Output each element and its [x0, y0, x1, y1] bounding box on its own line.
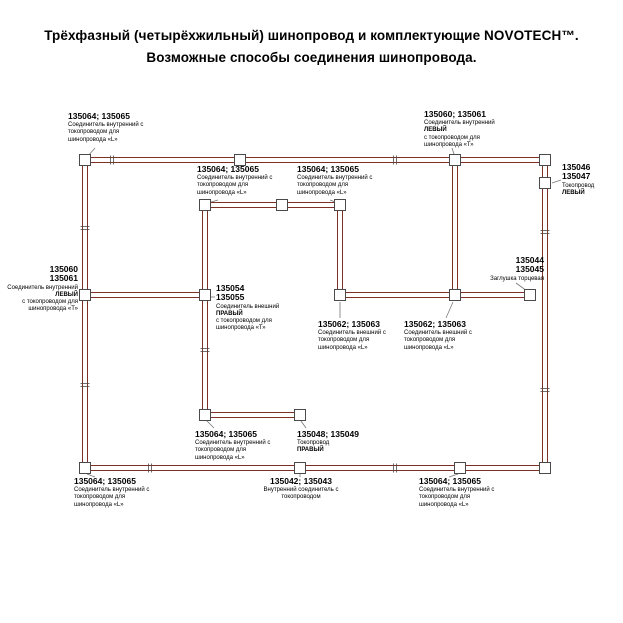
part-description: Внутренний соединитель с токопроводом — [263, 487, 339, 501]
part-description: Соединитель внешний с токопроводом для ш… — [404, 330, 472, 351]
connector-box — [79, 462, 91, 474]
part-label-end-cap: 135044 135045 Заглушка торцевая — [486, 255, 544, 283]
connector-box — [539, 462, 551, 474]
part-label-straight-connector: 135042; 135043 Внутренний соединитель с … — [253, 476, 349, 502]
page-title-line1: Трёхфазный (четырёхжильный) шинопровод и… — [44, 28, 579, 43]
part-numbers: 135042; 135043 — [270, 476, 332, 486]
connector-box — [539, 154, 551, 166]
part-numbers: 135064; 135065 — [297, 164, 359, 174]
part-numbers: 135044 135045 — [515, 255, 544, 275]
connector-box — [539, 177, 551, 189]
part-label-outer-l-left: 135062; 135063 Соединитель внешний с ток… — [318, 319, 394, 352]
leader-line — [445, 301, 454, 319]
part-description: Соединитель внутренний с токопроводом дл… — [74, 487, 150, 508]
part-label-inner-bottom-l: 135064; 135065 Соединитель внутренний с … — [195, 429, 281, 462]
part-description: Соединитель внутренний с токопроводом дл… — [195, 440, 271, 461]
connector-box — [79, 289, 91, 301]
leader-line — [206, 420, 215, 429]
part-label-inner-top-right-l: 135064; 135065 Соединитель внутренний с … — [297, 164, 383, 197]
part-numbers: 135048; 135049 — [297, 429, 359, 439]
connector-box — [524, 289, 536, 301]
connector-box — [199, 289, 211, 301]
part-numbers: 135062; 135063 — [318, 319, 380, 329]
part-numbers: 135054 135055 — [216, 283, 245, 303]
part-numbers: 135064; 135065 — [68, 111, 130, 121]
connector-box — [294, 409, 306, 421]
part-label-bottom-left-l: 135064; 135065 Соединитель внутренний с … — [74, 476, 160, 509]
part-numbers: 135064; 135065 — [195, 429, 257, 439]
part-numbers: 135046 135047 — [562, 162, 591, 182]
leader-line — [300, 420, 307, 429]
leader-line — [551, 179, 562, 184]
page-title-line2: Возможные способы соединения шинопровода… — [146, 50, 477, 65]
part-numbers: 135064; 135065 — [419, 476, 481, 486]
part-label-inner-top-left-l: 135064; 135065 Соединитель внутренний с … — [197, 164, 283, 197]
connector-box — [449, 154, 461, 166]
part-description: Соединитель внутренний с токопроводом дл… — [419, 487, 495, 508]
connector-box — [79, 154, 91, 166]
part-numbers: 135060; 135061 — [424, 109, 486, 119]
part-numbers: 135064; 135065 — [197, 164, 259, 174]
part-description: Заглушка торцевая — [490, 275, 544, 282]
part-label-bottom-right-l: 135064; 135065 Соединитель внутренний с … — [419, 476, 505, 509]
connector-box — [334, 289, 346, 301]
part-numbers: 135060 135061 — [49, 264, 78, 284]
connector-box — [276, 199, 288, 211]
connector-box — [199, 409, 211, 421]
connector-box — [449, 289, 461, 301]
connector-box — [294, 462, 306, 474]
connector-box — [199, 199, 211, 211]
part-numbers: 135062; 135063 — [404, 319, 466, 329]
part-numbers: 135064; 135065 — [74, 476, 136, 486]
connector-box — [334, 199, 346, 211]
leader-line — [448, 473, 459, 478]
part-description: Соединитель внутренний с токопроводом дл… — [297, 175, 373, 196]
part-label-outer-l-right: 135062; 135063 Соединитель внешний с ток… — [404, 319, 480, 352]
leader-line — [86, 473, 96, 478]
connector-box — [454, 462, 466, 474]
part-description: Соединитель внутренний с токопроводом дл… — [68, 122, 144, 143]
connector-box — [234, 154, 246, 166]
part-description: Соединитель внутренний с токопроводом дл… — [197, 175, 273, 196]
part-label-top-left-l: 135064; 135065 Соединитель внутренний с … — [68, 111, 154, 144]
part-description: Соединитель внешний с токопроводом для ш… — [318, 330, 386, 351]
